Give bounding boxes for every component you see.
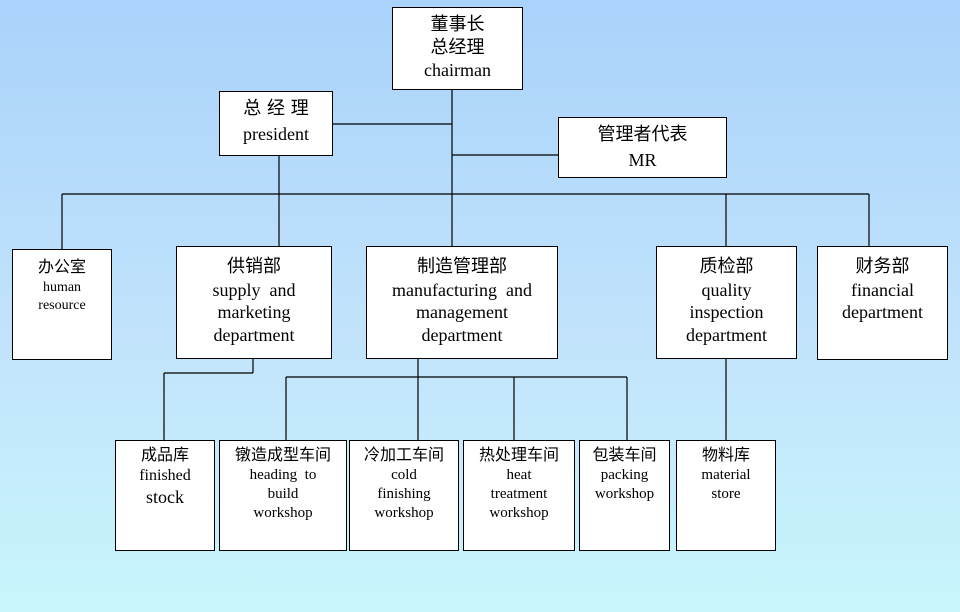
node-supply-en1: supply and <box>212 279 296 300</box>
node-financial-en2: department <box>842 302 923 322</box>
node-quality-en3: department <box>686 324 767 345</box>
node-financial-cn: 财务部 <box>855 256 910 277</box>
node-material-store: 物料库 material store <box>676 440 776 551</box>
node-heat-en2: treatment <box>490 485 548 502</box>
node-chairman-cn2: 总经理 <box>430 36 485 58</box>
node-heading-workshop: 镦造成型车间 heading to build workshop <box>219 440 347 551</box>
node-hr-en1: human <box>42 280 82 295</box>
node-manufacturing-en2: management <box>416 302 508 322</box>
node-heading-en1: heading to <box>249 467 317 483</box>
node-heat-en1: heat <box>506 467 532 483</box>
node-quality-inspection: 质检部 quality inspection department <box>656 246 797 359</box>
node-material-en1: material <box>701 467 751 483</box>
node-cold-en3: workshop <box>374 504 434 521</box>
node-packing-en2: workshop <box>594 485 655 502</box>
node-finished-stock: 成品库 finished stock <box>115 440 215 551</box>
node-mr-en: MR <box>628 149 657 170</box>
node-heading-en3: workshop <box>253 504 313 521</box>
node-hr-en2: resource <box>38 297 86 313</box>
node-supply-en3: department <box>213 324 295 345</box>
node-mr-cn: 管理者代表 <box>597 124 688 145</box>
node-material-en2: store <box>711 485 741 502</box>
node-cold-cn: 冷加工车间 <box>363 445 444 464</box>
node-supply-marketing: 供销部 supply and marketing department <box>176 246 332 359</box>
node-cold-en1: cold <box>391 467 417 483</box>
node-supply-cn: 供销部 <box>227 256 281 277</box>
node-president-cn: 总 经 理 <box>243 98 309 119</box>
node-human-resource: 办公室 human resource <box>12 249 112 360</box>
node-hr-cn: 办公室 <box>37 257 86 276</box>
node-financial: 财务部 financial department <box>817 246 948 360</box>
node-packing-workshop: 包装车间 packing workshop <box>579 440 670 551</box>
node-manufacturing-en1: manufacturing and <box>392 279 532 300</box>
node-chairman-en: chairman <box>424 60 491 80</box>
node-heat-cn: 热处理车间 <box>478 445 559 464</box>
node-heat-en3: workshop <box>489 504 549 521</box>
node-heading-cn: 镦造成型车间 <box>234 445 331 464</box>
node-finished-en1: finished <box>139 467 191 484</box>
node-president: 总 经 理 president <box>219 91 333 156</box>
node-packing-en1: packing <box>600 467 649 483</box>
node-cold-en2: finishing <box>377 485 431 502</box>
node-quality-en1: quality <box>701 279 752 300</box>
node-packing-cn: 包装车间 <box>592 445 657 464</box>
node-mr: 管理者代表 MR <box>558 117 727 178</box>
node-supply-en2: marketing <box>217 302 291 322</box>
node-quality-cn: 质检部 <box>699 256 754 277</box>
node-quality-en2: inspection <box>689 302 764 322</box>
node-president-en: president <box>243 123 309 144</box>
node-heat-treatment: 热处理车间 heat treatment workshop <box>463 440 575 551</box>
node-heading-en2: build <box>267 485 299 502</box>
node-material-cn: 物料库 <box>701 445 750 464</box>
node-finished-en2: stock <box>146 487 184 507</box>
node-chairman-cn1: 董事长 <box>430 14 485 35</box>
node-finished-cn: 成品库 <box>140 445 189 464</box>
node-cold-finishing: 冷加工车间 cold finishing workshop <box>349 440 459 551</box>
node-manufacturing-cn: 制造管理部 <box>417 256 507 277</box>
node-manufacturing-management: 制造管理部 manufacturing and management depar… <box>366 246 558 359</box>
node-chairman: 董事长 总经理 chairman <box>392 7 523 90</box>
node-manufacturing-en3: department <box>421 324 503 345</box>
node-financial-en1: financial <box>851 279 914 300</box>
